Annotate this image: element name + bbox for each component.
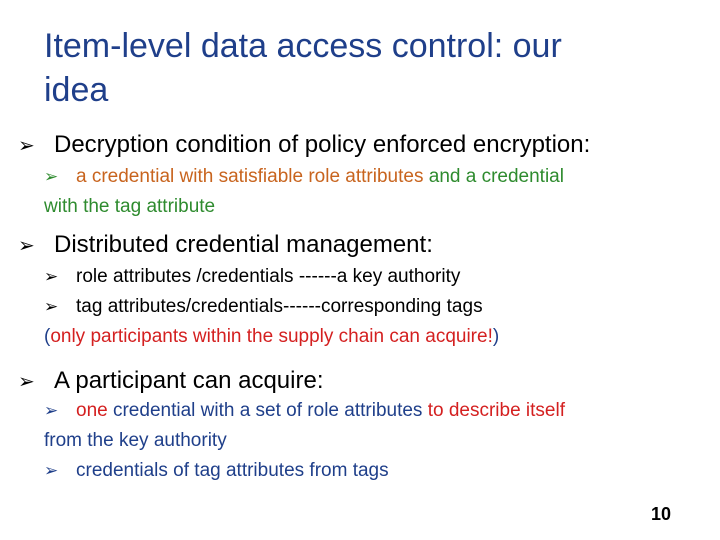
sub-bullet-credential-condition: ➢ a credential with satisfiable role attr… bbox=[44, 162, 704, 222]
slide-title: Item-level data access control: our idea bbox=[44, 24, 704, 112]
tag-attribute-phrase: with the tag attribute bbox=[44, 196, 216, 217]
credential-phrase: and a credential bbox=[423, 166, 564, 187]
arrow-bullet-icon: ➢ bbox=[44, 267, 59, 287]
arrow-bullet-icon: ➢ bbox=[44, 461, 59, 481]
sub-bullet-text: role attributes /credentials ------a key… bbox=[76, 266, 461, 287]
bullet-decryption-condition: ➢ Decryption condition of policy enforced… bbox=[18, 130, 590, 160]
one-word: one bbox=[76, 400, 108, 421]
sub-bullet-line: ➢ a credential with satisfiable role attr… bbox=[44, 162, 704, 192]
arrow-bullet-icon: ➢ bbox=[18, 233, 35, 257]
sub-bullets-credential-management: ➢ role attributes /credentials ------a ke… bbox=[44, 262, 704, 352]
sub-bullet-one-credential: ➢ one credential with a set of role attri… bbox=[44, 396, 704, 426]
note-supply-chain: (only participants within the supply cha… bbox=[44, 322, 704, 352]
sub-bullet-tag-attributes: ➢ tag attributes/credentials------corresp… bbox=[44, 292, 704, 322]
arrow-bullet-icon: ➢ bbox=[44, 167, 59, 187]
sub-bullet-role-attributes: ➢ role attributes /credentials ------a ke… bbox=[44, 262, 704, 292]
key-authority-phrase: from the key authority bbox=[44, 430, 227, 451]
bullet-text: Decryption condition of policy enforced … bbox=[54, 131, 591, 158]
bullet-text: Distributed credential management: bbox=[54, 231, 433, 258]
sub-bullet-tag-credentials: ➢ credentials of tag attributes from tags bbox=[44, 456, 704, 486]
bullet-participant-acquire: ➢ A participant can acquire: bbox=[18, 366, 324, 396]
arrow-bullet-icon: ➢ bbox=[18, 133, 35, 157]
note-close-paren: ) bbox=[492, 326, 500, 347]
note-text: only participants within the supply chai… bbox=[50, 326, 493, 347]
slide-title-line-1: Item-level data access control: our bbox=[44, 27, 562, 65]
bullet-text: A participant can acquire: bbox=[54, 367, 324, 394]
sub-bullet-text: credentials of tag attributes from tags bbox=[76, 460, 389, 481]
sub-bullets-participant-acquire: ➢ one credential with a set of role attri… bbox=[44, 396, 704, 486]
describe-itself-phrase: to describe itself bbox=[427, 400, 565, 421]
arrow-bullet-icon: ➢ bbox=[18, 369, 35, 393]
role-attributes-phrase: a credential with satisfiable role attri… bbox=[76, 166, 424, 187]
sub-bullet-text: tag attributes/credentials------correspo… bbox=[76, 296, 483, 317]
note-open-paren: ( bbox=[44, 326, 51, 347]
bullet-credential-management: ➢ Distributed credential management: bbox=[18, 230, 433, 260]
page-number: 10 bbox=[651, 504, 672, 524]
arrow-bullet-icon: ➢ bbox=[44, 297, 59, 317]
slide-title-line-2: idea bbox=[44, 71, 109, 109]
arrow-bullet-icon: ➢ bbox=[44, 401, 59, 421]
credential-phrase: credential with a set of role attributes bbox=[107, 400, 428, 421]
